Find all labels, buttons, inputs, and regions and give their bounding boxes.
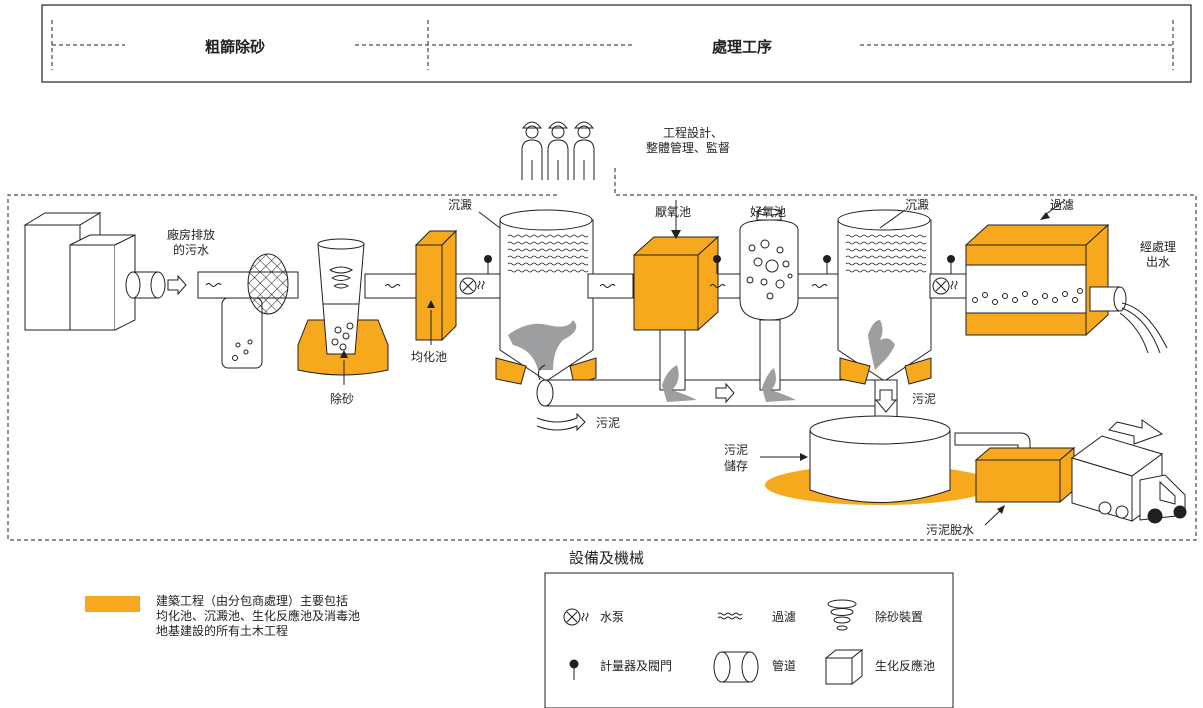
label-filtration: 過濾	[1050, 198, 1075, 212]
label-sludge-2: 污泥	[912, 392, 937, 406]
label-treated-1: 經處理	[1139, 240, 1176, 254]
header-box	[41, 4, 1192, 83]
factory	[23, 212, 136, 331]
label-aerobic: 好氧池	[750, 205, 787, 219]
legend-meter: 計量器及閥門	[600, 659, 673, 673]
legend-grit-device: 除砂裝置	[875, 610, 924, 624]
label-engineering: 工程設計、	[663, 126, 724, 140]
sludge-storage	[760, 415, 1031, 505]
header-process-label: 處理工序	[712, 38, 773, 56]
meter-icon	[569, 659, 579, 680]
sedimentation-tank-1	[495, 209, 634, 385]
spiral-icon	[827, 599, 857, 631]
label-sludge-dewatering: 污泥脫水	[926, 523, 975, 537]
cube-icon	[824, 648, 864, 686]
aerobic-tank	[739, 208, 841, 402]
label-sedimentation-1: 沉澱	[448, 198, 473, 212]
filtration-tank	[964, 199, 1168, 354]
label-anaerobic: 厭氧池	[655, 205, 692, 219]
label-sludge-storage-1: 污泥	[724, 443, 749, 457]
header-grit-label: 粗篩除砂	[205, 38, 266, 56]
worker-icon	[521, 121, 595, 180]
label-management: 整體管理、監督	[646, 141, 731, 155]
process-boundary	[7, 168, 1197, 541]
label-sludge-storage-2: 儲存	[724, 459, 749, 473]
label-factory-sewage-2: 的污水	[172, 243, 209, 257]
legend-box	[544, 572, 954, 708]
anaerobic-tank	[632, 200, 741, 402]
pump-icon	[563, 608, 589, 626]
legend-pump: 水泵	[600, 610, 625, 624]
sedimentation-tank-2	[837, 209, 971, 426]
legend-reactor: 生化反應池	[875, 659, 936, 673]
label-factory-sewage-1: 廠房排放	[166, 228, 215, 242]
label-sedimentation-2: 沉澱	[905, 198, 930, 212]
label-sludge-1: 污泥	[596, 416, 621, 430]
grit-chamber	[297, 238, 421, 385]
legend-filter: 過濾	[772, 610, 797, 624]
note-line-3: 地基建設的所有土木工程	[156, 624, 289, 638]
dewatering-unit	[974, 446, 1076, 526]
legend-pipe: 管道	[772, 659, 797, 673]
legend-swatch	[85, 596, 140, 612]
label-grit-removal: 除砂	[330, 392, 355, 406]
legend-title: 設備及機械	[569, 549, 645, 567]
note-line-1: 建築工程（由分包商處理）主要包括	[156, 594, 349, 608]
label-treated-2: 出水	[1145, 255, 1170, 269]
truck-icon	[1070, 419, 1187, 524]
note-line-2: 均化池、沉澱池、生化反應池及消毒池	[156, 609, 361, 623]
label-equalization: 均化池	[411, 350, 448, 364]
equalization-tank	[414, 229, 502, 345]
wave-icon	[717, 612, 743, 620]
pipe-icon	[713, 651, 759, 683]
